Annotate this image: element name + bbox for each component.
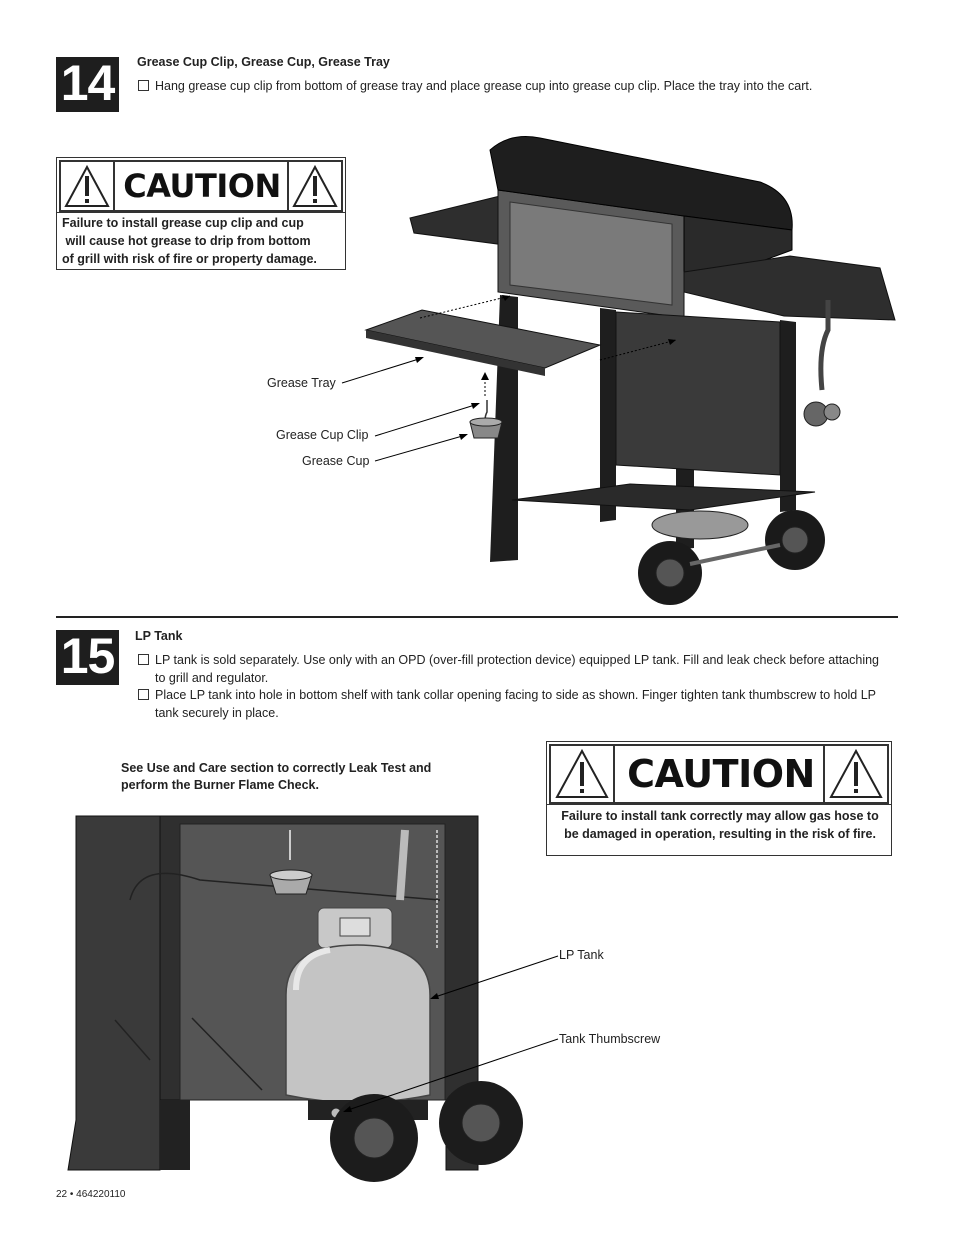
step-15-bullet: LP tank is sold separately. Use only wit…: [138, 651, 908, 669]
step-15-bullet-cont: tank securely in place.: [155, 706, 279, 720]
warning-triangle-icon: [829, 748, 883, 798]
callout-lp-tank: LP Tank: [559, 948, 604, 962]
step-15-number: 15: [56, 630, 119, 685]
caution-title: CAUTION: [627, 752, 815, 796]
callout-grease-tray: Grease Tray: [267, 376, 336, 390]
caution-box-grease: CAUTION Failure to install grease cup cl…: [56, 157, 346, 270]
callout-tank-thumbscrew: Tank Thumbscrew: [559, 1032, 661, 1046]
caution-line: Failure to install grease cup clip and c…: [62, 216, 304, 230]
step-15-bullet-cont: to grill and regulator.: [155, 671, 269, 685]
step-14-number: 14: [56, 57, 119, 112]
checkbox-icon: [138, 689, 149, 700]
callout-grease-cup-clip: Grease Cup Clip: [276, 428, 369, 442]
caution-title: CAUTION: [123, 167, 281, 205]
page-footer: 22 • 464220110: [56, 1189, 126, 1200]
section-divider: [56, 616, 898, 618]
caution-line: of grill with risk of fire or property d…: [62, 252, 317, 266]
step-15-heading: LP Tank: [135, 629, 183, 643]
caution-box-tank: CAUTION Failure to install tank correctl…: [546, 741, 892, 856]
checkbox-icon: [138, 80, 149, 91]
callout-grease-cup: Grease Cup: [302, 454, 370, 468]
step-14-instruction: Hang grease cup clip from bottom of grea…: [138, 77, 812, 95]
caution-line: will cause hot grease to drip from botto…: [62, 234, 311, 248]
warning-triangle-icon: [555, 748, 609, 798]
step-14-heading: Grease Cup Clip, Grease Cup, Grease Tray: [137, 55, 390, 69]
step-15-bullet: Place LP tank into hole in bottom shelf …: [138, 686, 908, 704]
caution-line: Failure to install tank correctly may al…: [561, 809, 879, 823]
warning-triangle-icon: [64, 164, 110, 207]
warning-triangle-icon: [292, 164, 338, 207]
checkbox-icon: [138, 654, 149, 665]
leak-test-note: See Use and Care section to correctly Le…: [121, 761, 432, 792]
caution-line: be damaged in operation, resulting in th…: [564, 827, 876, 841]
